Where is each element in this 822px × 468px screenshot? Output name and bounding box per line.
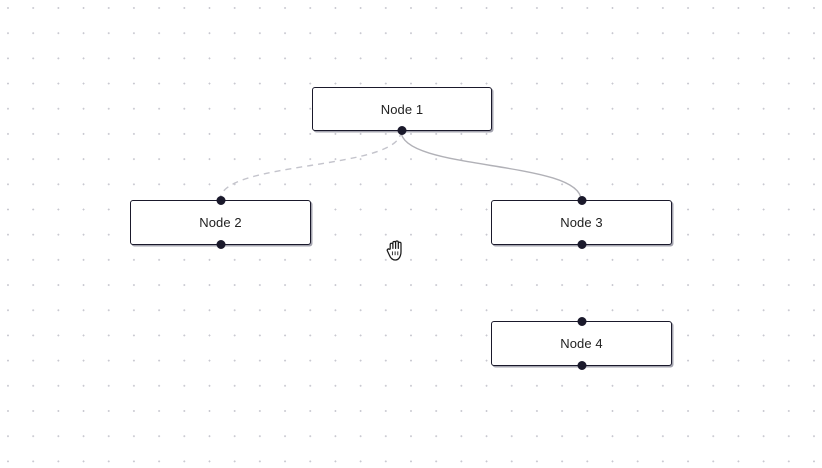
node-node-1[interactable]: Node 1 bbox=[312, 87, 492, 135]
handle-top-icon[interactable] bbox=[216, 196, 225, 205]
node-label: Node 2 bbox=[199, 215, 242, 230]
edge-node1-node2[interactable] bbox=[219, 130, 402, 201]
node-node-4[interactable]: Node 4 bbox=[491, 317, 672, 370]
handle-top-icon[interactable] bbox=[577, 196, 586, 205]
handle-bottom-icon[interactable] bbox=[216, 240, 225, 249]
node-label: Node 1 bbox=[380, 101, 424, 117]
node-label: Node 4 bbox=[560, 336, 603, 351]
handle-bottom-icon[interactable] bbox=[577, 240, 586, 249]
grab-hand-cursor-icon bbox=[386, 240, 402, 261]
handle-top-icon[interactable] bbox=[577, 317, 586, 326]
node-node-3[interactable]: Node 3 bbox=[491, 196, 672, 249]
edge-node1-node3[interactable] bbox=[400, 130, 582, 201]
node-label: Node 3 bbox=[560, 215, 603, 230]
node-node-2[interactable]: Node 2 bbox=[130, 196, 311, 249]
handle-bottom-icon[interactable] bbox=[577, 361, 586, 370]
handle-bottom-icon[interactable] bbox=[397, 126, 407, 135]
